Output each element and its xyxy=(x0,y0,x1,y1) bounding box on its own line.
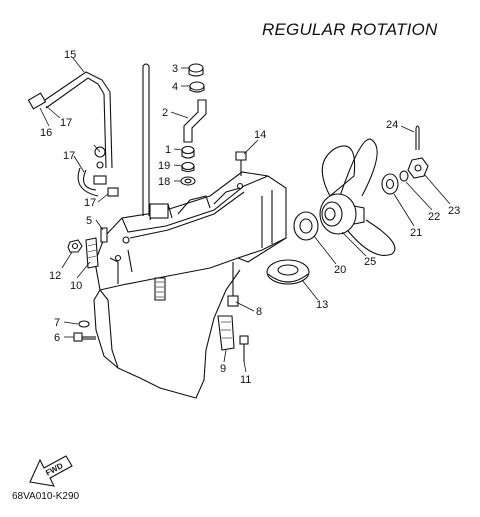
diagram-code: 68VA010-K290 xyxy=(12,491,80,502)
nut-12 xyxy=(67,239,83,253)
washer-22 xyxy=(399,170,409,182)
callout-14: 14 xyxy=(254,129,266,141)
trim-tab-9 xyxy=(217,315,235,351)
callout-9: 9 xyxy=(220,363,226,375)
nut-23 xyxy=(407,157,429,179)
callout-18: 18 xyxy=(158,176,170,188)
bolt-8 xyxy=(227,262,239,307)
callout-2: 2 xyxy=(162,107,168,119)
propeller-25 xyxy=(319,138,396,256)
cotter-pin-24 xyxy=(415,125,420,150)
callout-15: 15 xyxy=(64,49,76,61)
washer-21 xyxy=(381,173,399,195)
callout-11: 11 xyxy=(240,374,251,386)
water-hose xyxy=(27,71,113,169)
leader-lines xyxy=(39,57,451,373)
spacer-20 xyxy=(293,211,319,241)
callout-21: 21 xyxy=(410,227,422,239)
callout-20: 20 xyxy=(334,264,346,276)
diagram-title: REGULAR ROTATION xyxy=(262,20,438,39)
bolt-6 xyxy=(73,332,96,342)
shift-rod-parts xyxy=(180,63,207,186)
plug-7 xyxy=(78,320,90,328)
anode-10 xyxy=(85,237,99,269)
callout-labels: 15 16 17 17 17 5 12 10 7 6 3 4 2 1 19 18… xyxy=(40,49,460,386)
callout-25: 25 xyxy=(364,256,376,268)
callout-5: 5 xyxy=(86,215,92,227)
callout-6: 6 xyxy=(54,332,60,344)
lower-casing xyxy=(93,171,287,399)
bolt-11 xyxy=(239,335,249,362)
callout-17-mid: 17 xyxy=(63,150,75,162)
callout-22: 22 xyxy=(428,211,440,223)
callout-23: 23 xyxy=(448,205,460,217)
bolt-5 xyxy=(100,227,108,243)
callout-24: 24 xyxy=(386,119,398,131)
callout-17-low: 17 xyxy=(84,197,96,209)
fwd-arrow-icon: FWD xyxy=(29,455,73,487)
callout-16: 16 xyxy=(40,127,52,139)
callout-13: 13 xyxy=(316,299,328,311)
callout-12: 12 xyxy=(49,270,61,282)
callout-19: 19 xyxy=(158,160,170,172)
bolt-14 xyxy=(235,151,247,176)
callout-10: 10 xyxy=(70,280,82,292)
drive-shaft xyxy=(142,63,150,216)
callout-8: 8 xyxy=(256,306,262,318)
callout-1: 1 xyxy=(165,144,171,156)
callout-3: 3 xyxy=(172,63,178,75)
callout-4: 4 xyxy=(172,81,178,93)
washer-13 xyxy=(266,259,310,285)
callout-17-top: 17 xyxy=(60,117,72,129)
callout-7: 7 xyxy=(54,317,60,329)
